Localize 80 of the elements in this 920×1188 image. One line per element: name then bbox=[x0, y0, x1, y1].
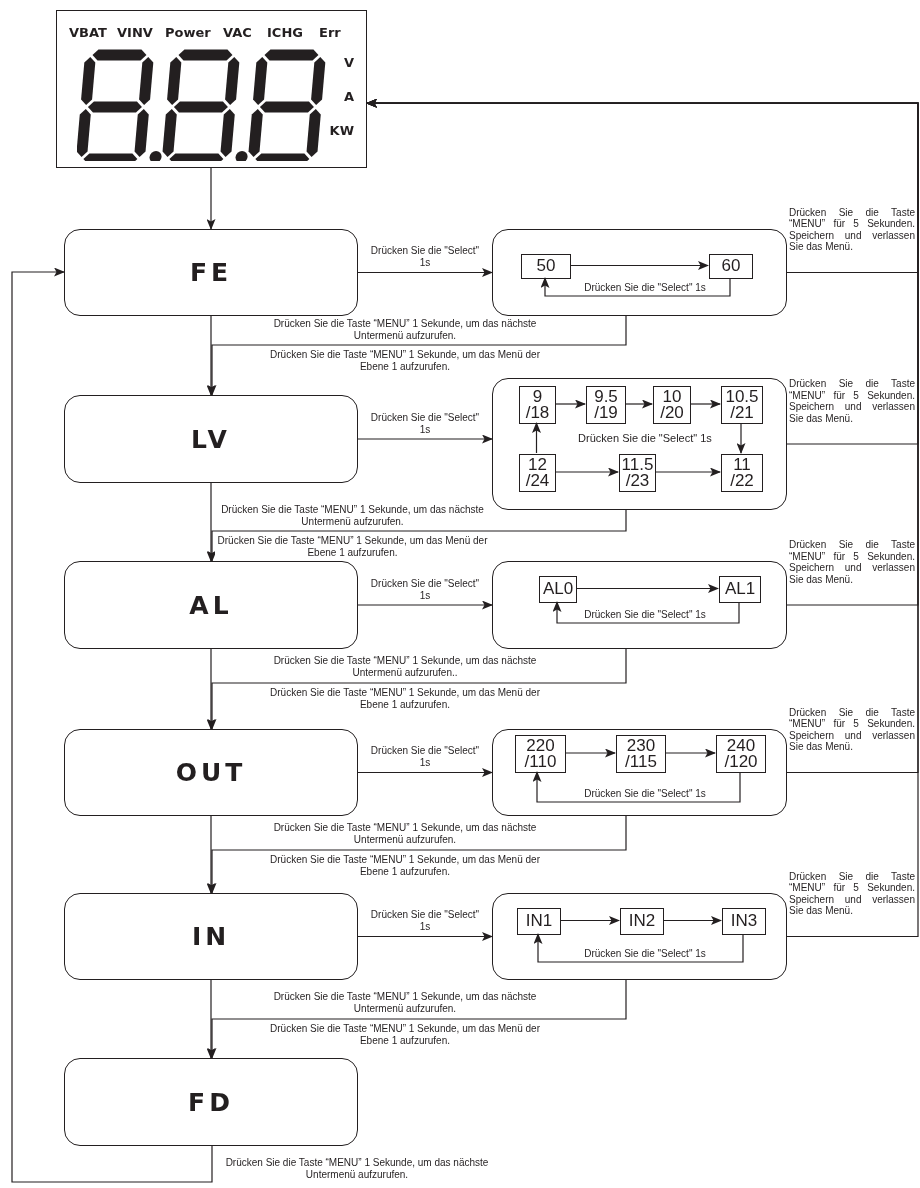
arrow bbox=[207, 648, 627, 730]
edge-label: Drücken Sie die Taste “MENU” für 5 Sekunden. Speichern und verlassen Sie das Menü. bbox=[789, 378, 915, 424]
unit-label: V bbox=[343, 55, 354, 70]
menu-box: IN bbox=[64, 893, 358, 980]
unit-label: KW bbox=[329, 123, 354, 138]
option-box: 10.5 /21 bbox=[721, 386, 763, 424]
indicator-label: Err bbox=[319, 25, 341, 40]
indicator-label: VINV bbox=[117, 25, 153, 40]
option-box: 9 /18 bbox=[519, 386, 556, 424]
arrow bbox=[664, 748, 716, 758]
arrow bbox=[554, 467, 619, 477]
indicator-label: Power bbox=[165, 25, 211, 40]
option-box: IN1 bbox=[517, 908, 561, 935]
arrow bbox=[736, 422, 746, 454]
indicator-label: VBAT bbox=[69, 25, 107, 40]
menu-box: OUT bbox=[64, 729, 358, 816]
menu-box: FD bbox=[64, 1058, 358, 1146]
menu-box: LV bbox=[64, 395, 358, 483]
arrow bbox=[357, 932, 493, 941]
edge-label: Drücken Sie die Taste “MENU” für 5 Sekunden. Speichern und verlassen Sie das Menü. bbox=[789, 206, 915, 253]
option-box: 230 /115 bbox=[616, 735, 666, 773]
edge-label: Drücken Sie die "Select" 1s bbox=[370, 245, 480, 269]
edge-label: Drücken Sie die "Select" 1s bbox=[370, 745, 480, 769]
arrow bbox=[575, 584, 719, 593]
arrow bbox=[207, 315, 627, 396]
menu-box: AL bbox=[64, 561, 358, 649]
arrow bbox=[662, 916, 722, 925]
arrow bbox=[654, 467, 721, 477]
option-box: 9.5 /19 bbox=[586, 386, 626, 424]
arrow bbox=[540, 277, 731, 297]
edge-label: Drücken Sie die "Select" 1s bbox=[370, 578, 480, 602]
option-box: IN2 bbox=[620, 908, 664, 935]
arrow bbox=[206, 648, 216, 730]
option-box: AL1 bbox=[719, 576, 761, 603]
option-box: 240 /120 bbox=[716, 735, 766, 773]
arrow bbox=[206, 482, 216, 562]
edge-label: Drücken Sie die Taste “MENU” für 5 Sekunden. Speichern und verlassen Sie das Menü. bbox=[789, 706, 915, 753]
option-box: 11 /22 bbox=[721, 454, 763, 492]
arrow bbox=[11, 267, 213, 1183]
arrow bbox=[559, 916, 620, 925]
option-box: 12 /24 bbox=[519, 454, 556, 492]
arrow bbox=[532, 771, 741, 803]
arrow bbox=[206, 315, 216, 396]
option-box: IN3 bbox=[722, 908, 766, 935]
edge-label: Drücken Sie die "Select" 1s bbox=[370, 909, 480, 933]
option-box: 60 bbox=[709, 254, 753, 279]
arrow bbox=[564, 748, 616, 758]
edge-label: Drücken Sie die "Select" 1s bbox=[370, 412, 480, 436]
lcd-display-panel bbox=[56, 10, 367, 168]
submenu-panel bbox=[492, 378, 787, 510]
arrow bbox=[689, 399, 721, 409]
arrow bbox=[366, 98, 919, 938]
arrow bbox=[207, 979, 627, 1059]
arrow bbox=[532, 422, 541, 454]
unit-label: A bbox=[343, 89, 354, 104]
option-box: AL0 bbox=[539, 576, 577, 603]
indicator-label: ICHG bbox=[267, 25, 303, 40]
arrow bbox=[357, 434, 493, 444]
option-box: 10 /20 bbox=[653, 386, 691, 424]
edge-label: Drücken Sie die Taste “MENU” für 5 Sekunden. Speichern und verlassen Sie das Menü. bbox=[789, 870, 915, 917]
arrow bbox=[206, 979, 216, 1059]
note-label: Drücken Sie die Taste “MENU” 1 Sekunde, um das Menü der Ebene 1 aufzurufen. bbox=[215, 535, 490, 559]
menu-box: FE bbox=[64, 229, 358, 316]
arrow bbox=[207, 509, 627, 562]
arrow bbox=[357, 268, 493, 277]
option-box: 220 /110 bbox=[515, 735, 566, 773]
arrow bbox=[207, 815, 627, 894]
arrow bbox=[569, 261, 709, 270]
arrow bbox=[533, 933, 744, 963]
option-box: 50 bbox=[521, 254, 571, 279]
arrow bbox=[554, 399, 586, 409]
arrow bbox=[552, 601, 740, 624]
arrow bbox=[357, 768, 493, 777]
indicator-label: VAC bbox=[223, 25, 252, 40]
arrow bbox=[357, 600, 493, 610]
arrow bbox=[624, 399, 653, 409]
edge-label: Drücken Sie die Taste “MENU” für 5 Sekunden. Speichern und verlassen Sie das Menü. bbox=[789, 539, 915, 585]
option-box: 11.5 /23 bbox=[619, 454, 656, 492]
arrow bbox=[206, 167, 216, 230]
arrow bbox=[206, 815, 216, 894]
